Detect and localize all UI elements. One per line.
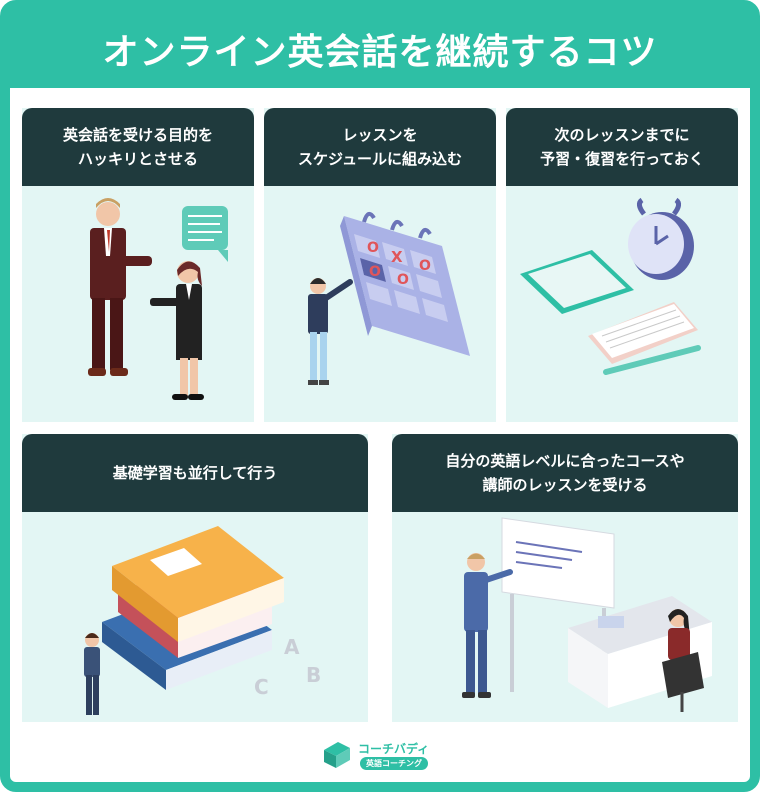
letter-block: A	[284, 635, 300, 659]
handshake-illustration	[88, 198, 228, 400]
letter-block: C	[254, 675, 269, 699]
tip-caption-line: 英会話を受ける目的を	[62, 126, 213, 144]
tip-caption-line: 講師のレッスンを受ける	[482, 476, 648, 494]
tip-card-basics: 基礎学習も並行して行う A B C	[22, 434, 368, 722]
tip-caption: 英会話を受ける目的を ハッキリとさせる	[22, 108, 254, 186]
calendar-illustration: O X O O O	[308, 211, 470, 385]
tip-caption: 次のレッスンまでに 予習・復習を行っておく	[506, 108, 738, 186]
tip-card-review: 次のレッスンまでに 予習・復習を行っておく	[506, 108, 738, 422]
page-title: オンライン英会話を継続するコツ	[102, 32, 658, 73]
brand-logo: コーチバディ 英語コーチング	[320, 734, 440, 774]
calendar-mark: O	[369, 264, 381, 280]
calendar-mark: O	[419, 258, 431, 274]
tip-caption-line: レッスンを	[342, 126, 418, 144]
tip-caption: 自分の英語レベルに合ったコースや 講師のレッスンを受ける	[392, 434, 738, 512]
tip-caption-line: 自分の英語レベルに合ったコースや	[445, 452, 685, 470]
calendar-mark: X	[391, 248, 403, 266]
title-banner: オンライン英会話を継続するコツ	[10, 10, 750, 88]
tip-caption-line: 基礎学習も並行して行う	[112, 464, 278, 482]
tip-caption-line: ハッキリとさせる	[77, 150, 198, 168]
tip-caption-line: 予習・復習を行っておく	[540, 150, 704, 168]
tip-caption-line: 次のレッスンまでに	[554, 126, 690, 144]
tip-card-level: 自分の英語レベルに合ったコースや 講師のレッスンを受ける	[392, 434, 738, 722]
tip-caption: レッスンを スケジュールに組み込む	[264, 108, 496, 186]
brand-tagline: 英語コーチング	[360, 757, 428, 770]
calendar-mark: O	[367, 240, 379, 256]
calendar-mark: O	[397, 272, 409, 288]
tip-caption: 基礎学習も並行して行う	[22, 434, 368, 512]
logo-mark-icon	[324, 742, 350, 768]
tip-caption-line: スケジュールに組み込む	[298, 150, 462, 168]
study-tools-illustration	[520, 197, 701, 375]
letter-block: B	[306, 663, 321, 687]
tip-card-schedule: レッスンを スケジュールに組み込む O X O O O	[264, 108, 496, 422]
lesson-illustration	[462, 517, 712, 712]
tip-card-purpose: 英会話を受ける目的を ハッキリとさせる	[22, 108, 254, 422]
books-illustration: A B C	[84, 526, 321, 715]
brand-name: コーチバディ	[358, 742, 430, 756]
